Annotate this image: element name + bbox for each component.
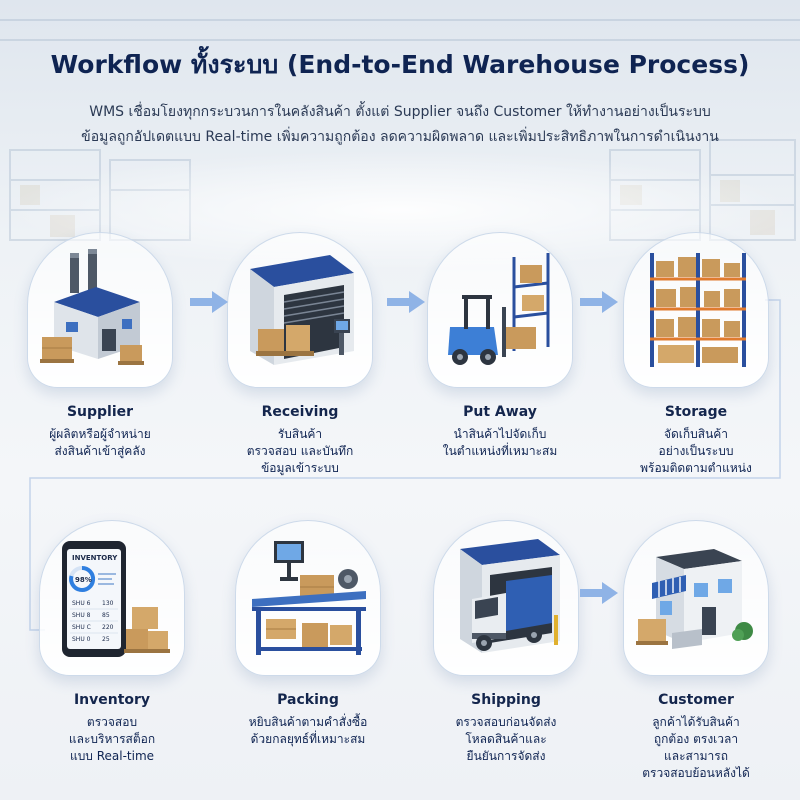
desc-line: ตรวจสอบก่อนจัดส่ง: [455, 715, 557, 729]
page-title: Workflow ทั้งระบบ (End-to-End Warehouse …: [50, 50, 750, 79]
desc-line: ยืนยันการจัดส่ง: [466, 749, 546, 763]
step-description: ตรวจสอบ และบริหารสต็อก แบบ Real-time: [22, 714, 202, 765]
tablet-title: INVENTORY: [72, 554, 118, 562]
step-description: จัดเก็บสินค้า อย่างเป็นระบบ พร้อมติดตามต…: [606, 426, 786, 477]
step-label: Put Away: [463, 404, 537, 420]
page-subtitle: WMS เชื่อมโยงทุกกระบวนการในคลังสินค้า ตั…: [20, 100, 780, 150]
loading-dock-icon: [250, 255, 354, 365]
desc-line: หยิบสินค้าตามคำสั่งซื้อ: [248, 715, 368, 729]
step-card: [427, 232, 573, 388]
step-label: Inventory: [73, 692, 151, 708]
step-description: ตรวจสอบก่อนจัดส่ง โหลดสินค้าและ ยืนยันกา…: [416, 714, 596, 765]
subtitle-line-1: WMS เชื่อมโยงทุกกระบวนการในคลังสินค้า ตั…: [89, 104, 711, 120]
tablet-row-qty: 130: [102, 600, 114, 607]
desc-line: พร้อมติดตามตำแหน่ง: [640, 461, 752, 475]
step-card: [227, 232, 373, 388]
desc-line: แบบ Real-time: [69, 749, 155, 763]
forklift-icon: [448, 253, 550, 365]
flow-arrow-right-icon: [190, 291, 228, 313]
desc-line: ถูกต้อง ตรงเวลา: [653, 732, 739, 746]
shelving-icon: [650, 253, 746, 367]
desc-line: จัดเก็บสินค้า: [663, 427, 729, 441]
truck-icon: [460, 539, 560, 653]
tablet-row-qty: 220: [102, 624, 114, 631]
tablet-row-qty: 25: [102, 636, 110, 643]
step-card: [27, 232, 173, 388]
factory-icon: [40, 249, 144, 365]
step-label: Storage: [664, 404, 728, 420]
packing-station-icon: [252, 541, 366, 655]
desc-line: และสามารถ: [664, 749, 728, 763]
step-card: [433, 520, 579, 676]
desc-line: ด้วยกลยุทธ์ที่เหมาะสม: [250, 732, 366, 746]
flow-arrow-right-icon: [580, 291, 618, 313]
step-description: นำสินค้าไปจัดเก็บ ในตำแหน่งที่เหมาะสม: [410, 426, 590, 460]
shop-icon: [636, 549, 753, 649]
tablet-percent: 98%: [75, 576, 92, 584]
step-label: Supplier: [66, 404, 134, 420]
step-card: [623, 232, 769, 388]
flow-arrow-right-icon: [580, 582, 618, 604]
tablet-row-sku: SHU 6: [72, 600, 91, 607]
step-card: [235, 520, 381, 676]
desc-line: และบริหารสต็อก: [68, 732, 156, 746]
tablet-row-sku: SHU C: [72, 624, 91, 631]
desc-line: ในตำแหน่งที่เหมาะสม: [442, 444, 558, 458]
desc-line: ตรวจสอบย้อนหลังได้: [642, 766, 750, 780]
desc-line: นำสินค้าไปจัดเก็บ: [453, 427, 547, 441]
desc-line: อย่างเป็นระบบ: [658, 444, 734, 458]
step-card: [623, 520, 769, 676]
step-description: หยิบสินค้าตามคำสั่งซื้อ ด้วยกลยุทธ์ที่เห…: [218, 714, 398, 748]
tablet-row-sku: SHU 0: [72, 636, 91, 643]
step-label: Packing: [277, 692, 339, 708]
desc-line: ผู้ผลิตหรือผู้จำหน่าย: [49, 427, 151, 441]
step-label: Shipping: [471, 692, 541, 708]
step-label: Receiving: [261, 404, 339, 420]
step-description: รับสินค้า ตรวจสอบ และบันทึก ข้อมูลเข้าระ…: [210, 426, 390, 477]
desc-line: โหลดสินค้าและ: [465, 732, 547, 746]
tablet-row-qty: 85: [102, 612, 110, 619]
step-description: ลูกค้าได้รับสินค้า ถูกต้อง ตรงเวลา และสา…: [606, 714, 786, 782]
desc-line: ข้อมูลเข้าระบบ: [261, 461, 339, 475]
tablet-row-sku: SHU 8: [72, 612, 91, 619]
step-label: Customer: [658, 692, 734, 708]
desc-line: รับสินค้า: [277, 427, 323, 441]
desc-line: ตรวจสอบ และบันทึก: [246, 444, 354, 458]
desc-line: ตรวจสอบ: [86, 715, 138, 729]
desc-line: ลูกค้าได้รับสินค้า: [652, 715, 740, 729]
step-description: ผู้ผลิตหรือผู้จำหน่าย ส่งสินค้าเข้าสู่คล…: [10, 426, 190, 460]
desc-line: ส่งสินค้าเข้าสู่คลัง: [54, 444, 146, 458]
subtitle-line-2: ข้อมูลถูกอัปเดตแบบ Real-time เพิ่มความถู…: [81, 129, 719, 145]
flow-arrow-right-icon: [387, 291, 425, 313]
